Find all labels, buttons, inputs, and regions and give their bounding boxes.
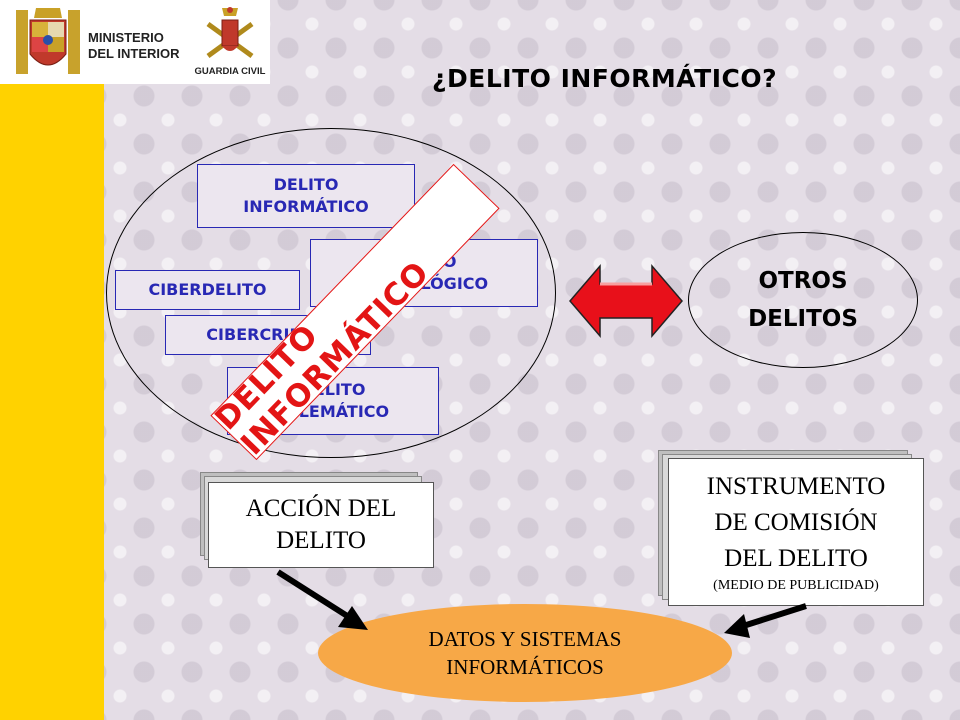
term-ciberdelito: CIBERDELITO	[115, 270, 300, 310]
guardia-civil-logo	[192, 4, 268, 82]
coat-of-arms-icon	[16, 8, 80, 74]
delito-informatico-ellipse	[106, 128, 556, 458]
instrumento-sublabel: (MEDIO DE PUBLICIDAD)	[713, 578, 879, 593]
datos-line1: DATOS Y SISTEMAS	[428, 627, 622, 651]
left-yellow-bar	[0, 0, 104, 720]
instrumento-label: INSTRUMENTO DE COMISIÓN DEL DELITO	[706, 473, 886, 572]
ministerio-line2: DEL INTERIOR	[88, 46, 180, 61]
ministerio-label: MINISTERIO DEL INTERIOR	[88, 30, 180, 62]
instrumento-box-front: INSTRUMENTO DE COMISIÓN DEL DELITO (MEDI…	[668, 458, 924, 606]
datos-line2: INFORMÁTICOS	[446, 655, 604, 679]
double-arrow-icon	[569, 263, 683, 339]
otros-delitos-ellipse: OTROS DELITOS	[688, 232, 918, 368]
instrumento-box: INSTRUMENTO DE COMISIÓN DEL DELITO (MEDI…	[658, 450, 924, 606]
page-title: ¿DELITO INFORMÁTICO?	[432, 64, 778, 93]
datos-sistemas-ellipse: DATOS Y SISTEMAS INFORMÁTICOS	[318, 604, 732, 702]
guardia-civil-emblem-icon	[206, 7, 254, 59]
ministerio-logo	[8, 6, 183, 78]
guardia-civil-label: GUARDIA CIVIL	[194, 66, 266, 77]
ministerio-line1: MINISTERIO	[88, 30, 164, 45]
accion-del-delito-box: ACCIÓN DEL DELITO	[200, 472, 434, 568]
term-delito-informatico: DELITO INFORMÁTICO	[197, 164, 415, 228]
accion-del-delito-label: ACCIÓN DEL DELITO	[208, 482, 434, 568]
otros-delitos-label: OTROS DELITOS	[748, 268, 858, 332]
